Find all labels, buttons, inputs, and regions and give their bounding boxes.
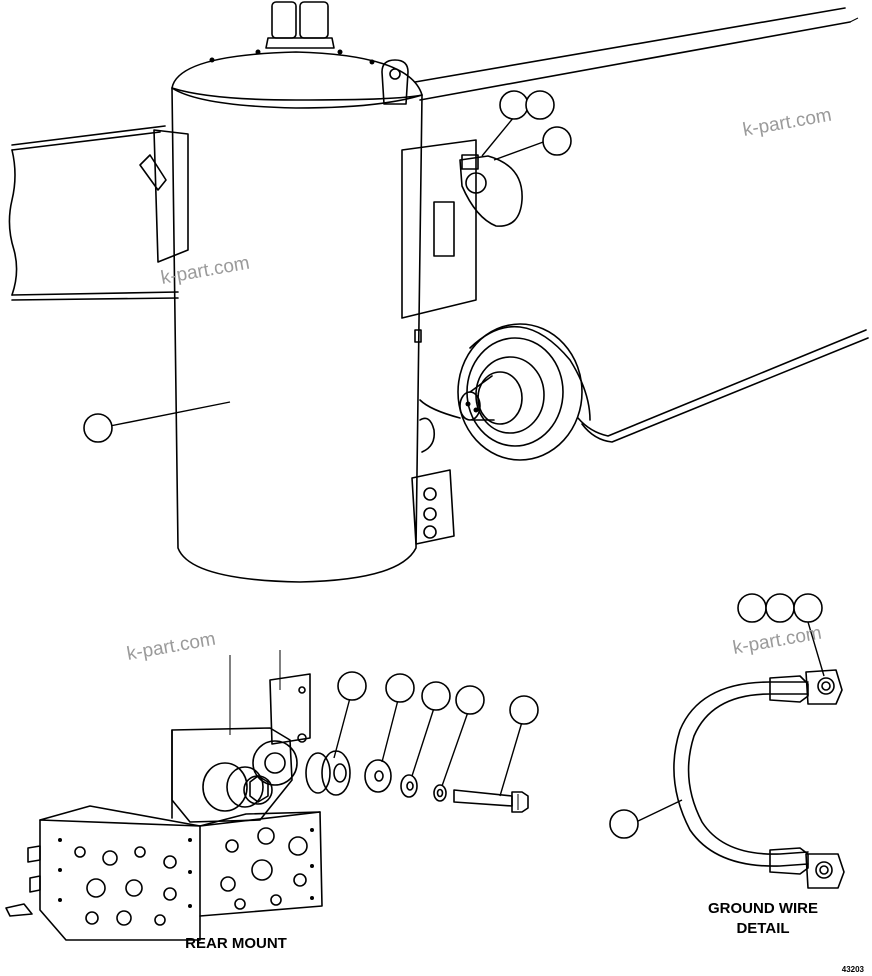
ground-wire-detail-label: DETAIL [736,920,789,937]
bracket-callout-a [499,90,529,120]
ground-wire-callout [609,809,639,839]
watermark: k-part.com [731,623,823,659]
lock-washer-callout [455,685,485,715]
bolt-callout [509,695,539,725]
ground-wire-cable [673,669,845,889]
leader-lines [109,116,825,823]
wire-terminal-callout-c [793,593,823,623]
callout-balloons [83,90,823,839]
watermark: k-part.com [159,253,251,289]
large-washer-callout [385,673,415,703]
valve-block-ports [58,827,314,926]
washer-callout [421,681,451,711]
spindle-hub [457,323,583,461]
bracket-callout-c [542,126,572,156]
rear-mount-label: REAR MOUNT [185,935,287,952]
hydraulic-tank [139,1,523,583]
frame-rail [8,7,869,443]
watermark: k-part.com [125,629,217,665]
watermark: k-part.com [741,105,833,141]
ground-wire-label: GROUND WIRE [708,900,818,917]
wire-terminal-callout-b [765,593,795,623]
rear-mount-assembly [5,650,529,941]
drawing-number: 43203 [842,965,865,974]
bracket-callout-b [525,90,555,120]
tank-callout [83,413,113,443]
spacer-callout [337,671,367,701]
wire-terminal-callout-a [737,593,767,623]
